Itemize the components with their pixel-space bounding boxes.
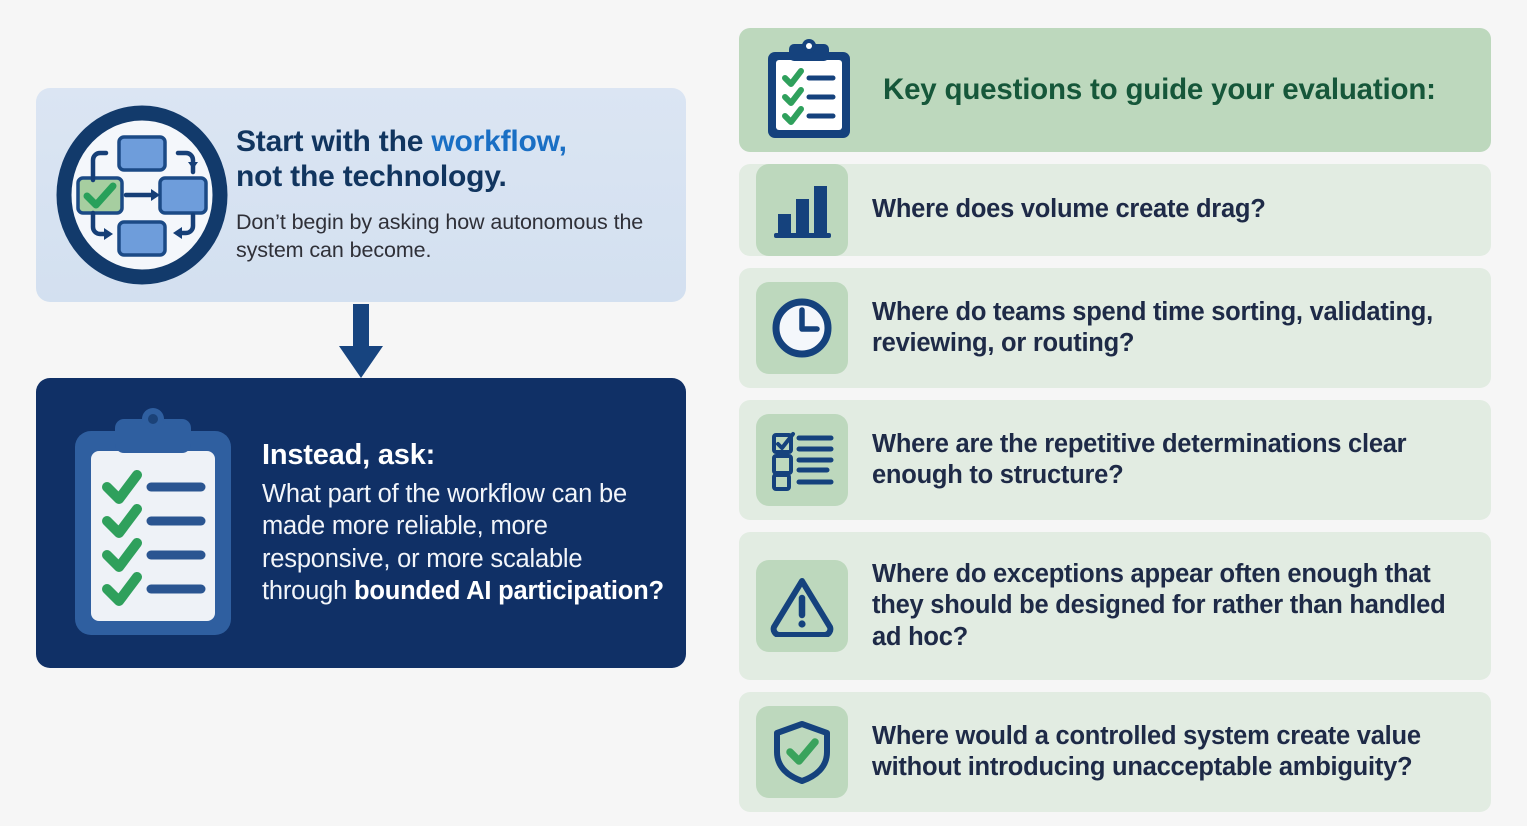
bar-chart-icon — [756, 164, 848, 256]
workflow-headline: Start with the workflow, not the technol… — [236, 125, 666, 195]
workflow-subline: Don’t begin by asking how autonomous the… — [236, 209, 644, 262]
warning-triangle-icon — [756, 560, 848, 652]
instead-ask-body-strong: bounded AI participation? — [353, 577, 664, 606]
question-text: Where do teams spend time sorting, valid… — [872, 297, 1433, 357]
question-row: Where does volume create drag? — [739, 164, 1491, 256]
key-questions-title: Key questions to guide your evaluation: — [883, 73, 1436, 107]
left-column: Start with the workflow, not the technol… — [36, 88, 686, 668]
clipboard-check-icon — [757, 38, 861, 142]
workflow-headline-accent: workflow, — [431, 125, 567, 159]
instead-ask-text: Instead, ask: What part of the workflow … — [248, 439, 664, 608]
shield-check-icon — [756, 706, 848, 798]
question-row: Where do teams spend time sorting, valid… — [739, 268, 1491, 388]
right-column: Key questions to guide your evaluation: … — [739, 28, 1491, 812]
instead-ask-card: Instead, ask: What part of the workflow … — [36, 378, 686, 668]
question-row: Where would a controlled system create v… — [739, 692, 1491, 812]
checklist-icon — [756, 414, 848, 506]
clock-icon — [756, 282, 848, 374]
arrow-down-icon — [329, 302, 393, 382]
workflow-headline-part2: not the technology. — [236, 160, 507, 194]
workflow-card: Start with the workflow, not the technol… — [36, 88, 686, 302]
question-text: Where would a controlled system create v… — [872, 721, 1421, 781]
question-row: Where do exceptions appear often enough … — [739, 532, 1491, 680]
instead-ask-body: What part of the workflow can be made mo… — [262, 478, 664, 608]
key-questions-header: Key questions to guide your evaluation: — [739, 28, 1491, 152]
instead-ask-title: Instead, ask: — [262, 438, 436, 471]
question-row: Where are the repetitive determinations … — [739, 400, 1491, 520]
question-text: Where are the repetitive determinations … — [872, 429, 1407, 489]
workflow-card-text: Start with the workflow, not the technol… — [230, 125, 670, 264]
clipboard-checklist-icon — [58, 398, 248, 648]
workflow-cycle-icon — [54, 102, 230, 288]
workflow-headline-part1: Start with the — [236, 125, 432, 159]
question-text: Where do exceptions appear often enough … — [872, 560, 1446, 651]
question-text: Where does volume create drag? — [872, 195, 1266, 224]
instead-ask-body-normal: What part of the workflow can be made mo… — [262, 479, 627, 606]
